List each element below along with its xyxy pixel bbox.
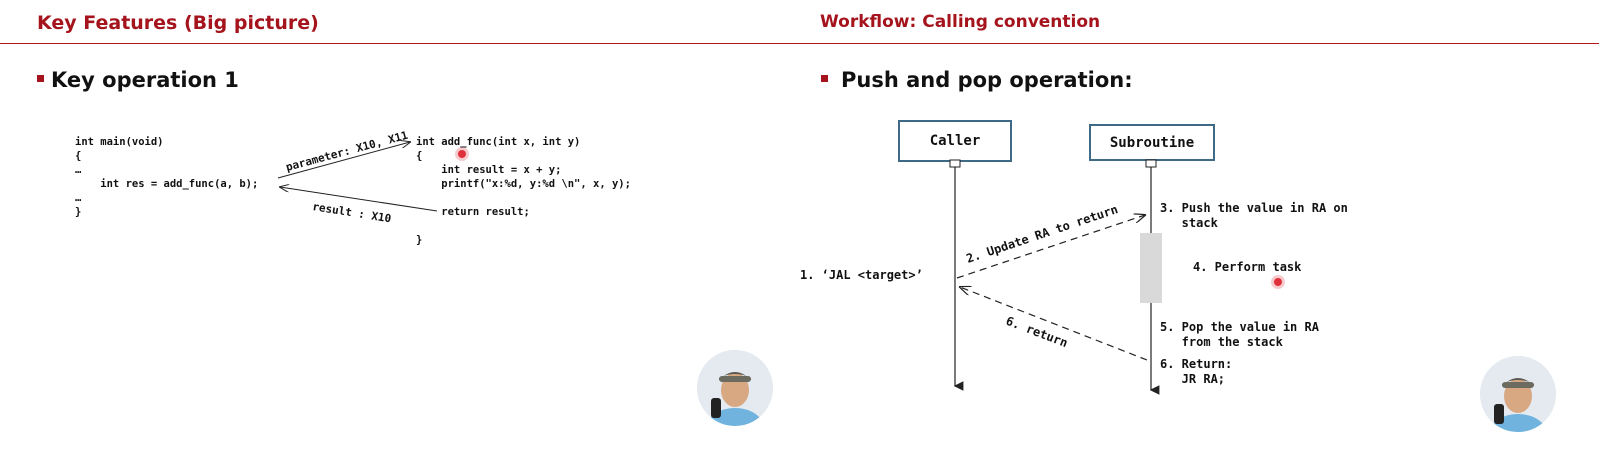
return-arrow bbox=[960, 287, 1148, 361]
code-func-line-4: printf("x:%d, y:%d \n", x, y); bbox=[416, 178, 631, 190]
presenter-avatar bbox=[1480, 356, 1556, 432]
left-slide: Key Features (Big picture) Key operation… bbox=[0, 12, 800, 426]
code-main-line-1: int main(void) bbox=[75, 136, 164, 148]
right-title-rule bbox=[800, 43, 1599, 44]
step-3-line-2: stack bbox=[1160, 216, 1218, 230]
code-main-line-2: { bbox=[75, 150, 82, 162]
step-5-line-2: from the stack bbox=[1160, 335, 1283, 349]
left-bullet-text: Key operation 1 bbox=[51, 68, 239, 92]
subroutine-box: Subroutine bbox=[1089, 124, 1215, 161]
right-bullet: Push and pop operation: bbox=[821, 68, 1133, 92]
step-4-label: 4. Perform task bbox=[1193, 260, 1302, 274]
activation-bar bbox=[1140, 233, 1162, 303]
code-func-line-2: { bbox=[416, 150, 423, 162]
code-func-line-6: return result; bbox=[416, 206, 530, 218]
step-5-line-1: 5. Pop the value in RA bbox=[1160, 320, 1319, 334]
code-main-line-3: … bbox=[75, 164, 82, 176]
left-slide-title: Key Features (Big picture) bbox=[37, 12, 319, 34]
subroutine-lifeline-port bbox=[1145, 159, 1157, 168]
right-slide: Workflow: Calling convention Push and po… bbox=[800, 0, 1599, 450]
bullet-square-icon bbox=[821, 74, 828, 82]
result-arrow-label: result : X10 bbox=[312, 200, 393, 225]
step-1-label: 1. ‘JAL <target>’ bbox=[800, 268, 923, 282]
subroutine-label: Subroutine bbox=[1109, 134, 1195, 151]
parameter-arrow bbox=[277, 142, 410, 179]
person-icon bbox=[1480, 356, 1556, 432]
right-slide-title: Workflow: Calling convention bbox=[820, 12, 1101, 32]
right-bullet-text: Push and pop operation: bbox=[841, 68, 1133, 92]
code-func-line-3: int result = x + y; bbox=[416, 164, 562, 176]
presenter-avatar bbox=[697, 350, 773, 426]
code-main-line-6: } bbox=[75, 206, 82, 218]
caller-lifeline-port bbox=[949, 159, 961, 168]
step-6-line-2: JR RA; bbox=[1160, 372, 1226, 386]
left-title-rule bbox=[0, 43, 800, 44]
return-arrow-label: 6. return bbox=[1004, 314, 1070, 350]
left-arrows: parameter: X10, X11 result : X10 bbox=[277, 129, 438, 225]
parameter-arrow-label: parameter: X10, X11 bbox=[284, 129, 409, 174]
code-func-line-8: } bbox=[416, 234, 423, 246]
update-ra-label: 2. Update RA to return bbox=[965, 202, 1120, 266]
step-3-line-1: 3. Push the value in RA on bbox=[1160, 201, 1348, 215]
code-main-line-5: … bbox=[75, 192, 82, 204]
bullet-square-icon bbox=[37, 74, 44, 82]
left-bullet: Key operation 1 bbox=[37, 68, 239, 92]
result-arrow bbox=[280, 187, 438, 212]
caller-label: Caller bbox=[929, 133, 981, 149]
code-main-line-4: int res = add_func(a, b); bbox=[75, 178, 259, 190]
update-ra-arrow bbox=[956, 215, 1145, 279]
step-6-line-1: 6. Return: bbox=[1160, 357, 1233, 371]
code-func-line-1: int add_func(int x, int y) bbox=[416, 136, 581, 148]
pointer-dot-icon bbox=[458, 150, 466, 158]
sequence-diagram: 2. Update RA to return 6. return bbox=[949, 159, 1162, 395]
pointer-dot-icon bbox=[1274, 278, 1282, 286]
person-icon bbox=[697, 350, 773, 426]
